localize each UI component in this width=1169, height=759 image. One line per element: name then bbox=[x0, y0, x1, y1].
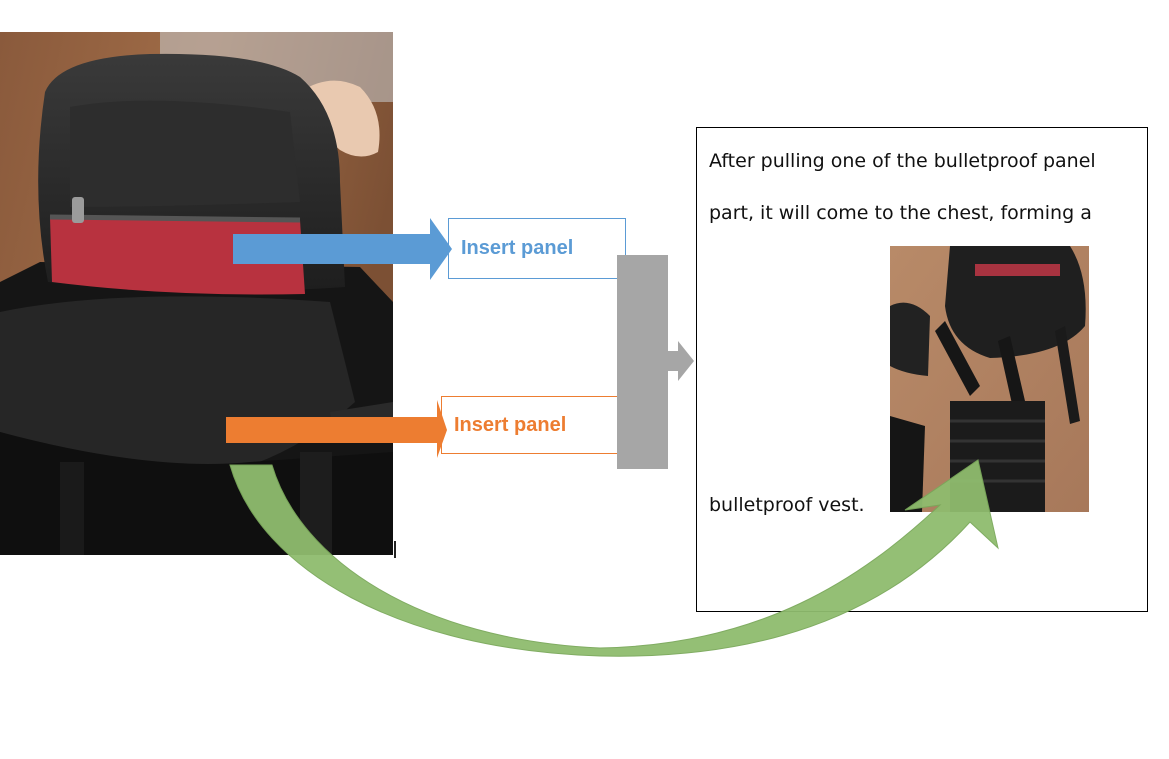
bulletproof-vest-photo bbox=[890, 246, 1089, 512]
text-cursor-mark bbox=[394, 541, 396, 558]
result-text-line-2: part, it will come to the chest, forming… bbox=[709, 202, 1092, 224]
insert-panel-label-top: Insert panel bbox=[448, 218, 626, 279]
insert-panel-label-top-text: Insert panel bbox=[461, 237, 574, 259]
result-text-line-3: bulletproof vest. bbox=[709, 494, 865, 516]
merge-connector-arrow bbox=[617, 255, 694, 469]
insert-panel-label-bottom: Insert panel bbox=[441, 396, 618, 454]
result-text-line-1: After pulling one of the bulletproof pan… bbox=[709, 150, 1096, 172]
backpack-photo bbox=[0, 32, 393, 555]
insert-panel-label-bottom-text: Insert panel bbox=[454, 413, 567, 436]
